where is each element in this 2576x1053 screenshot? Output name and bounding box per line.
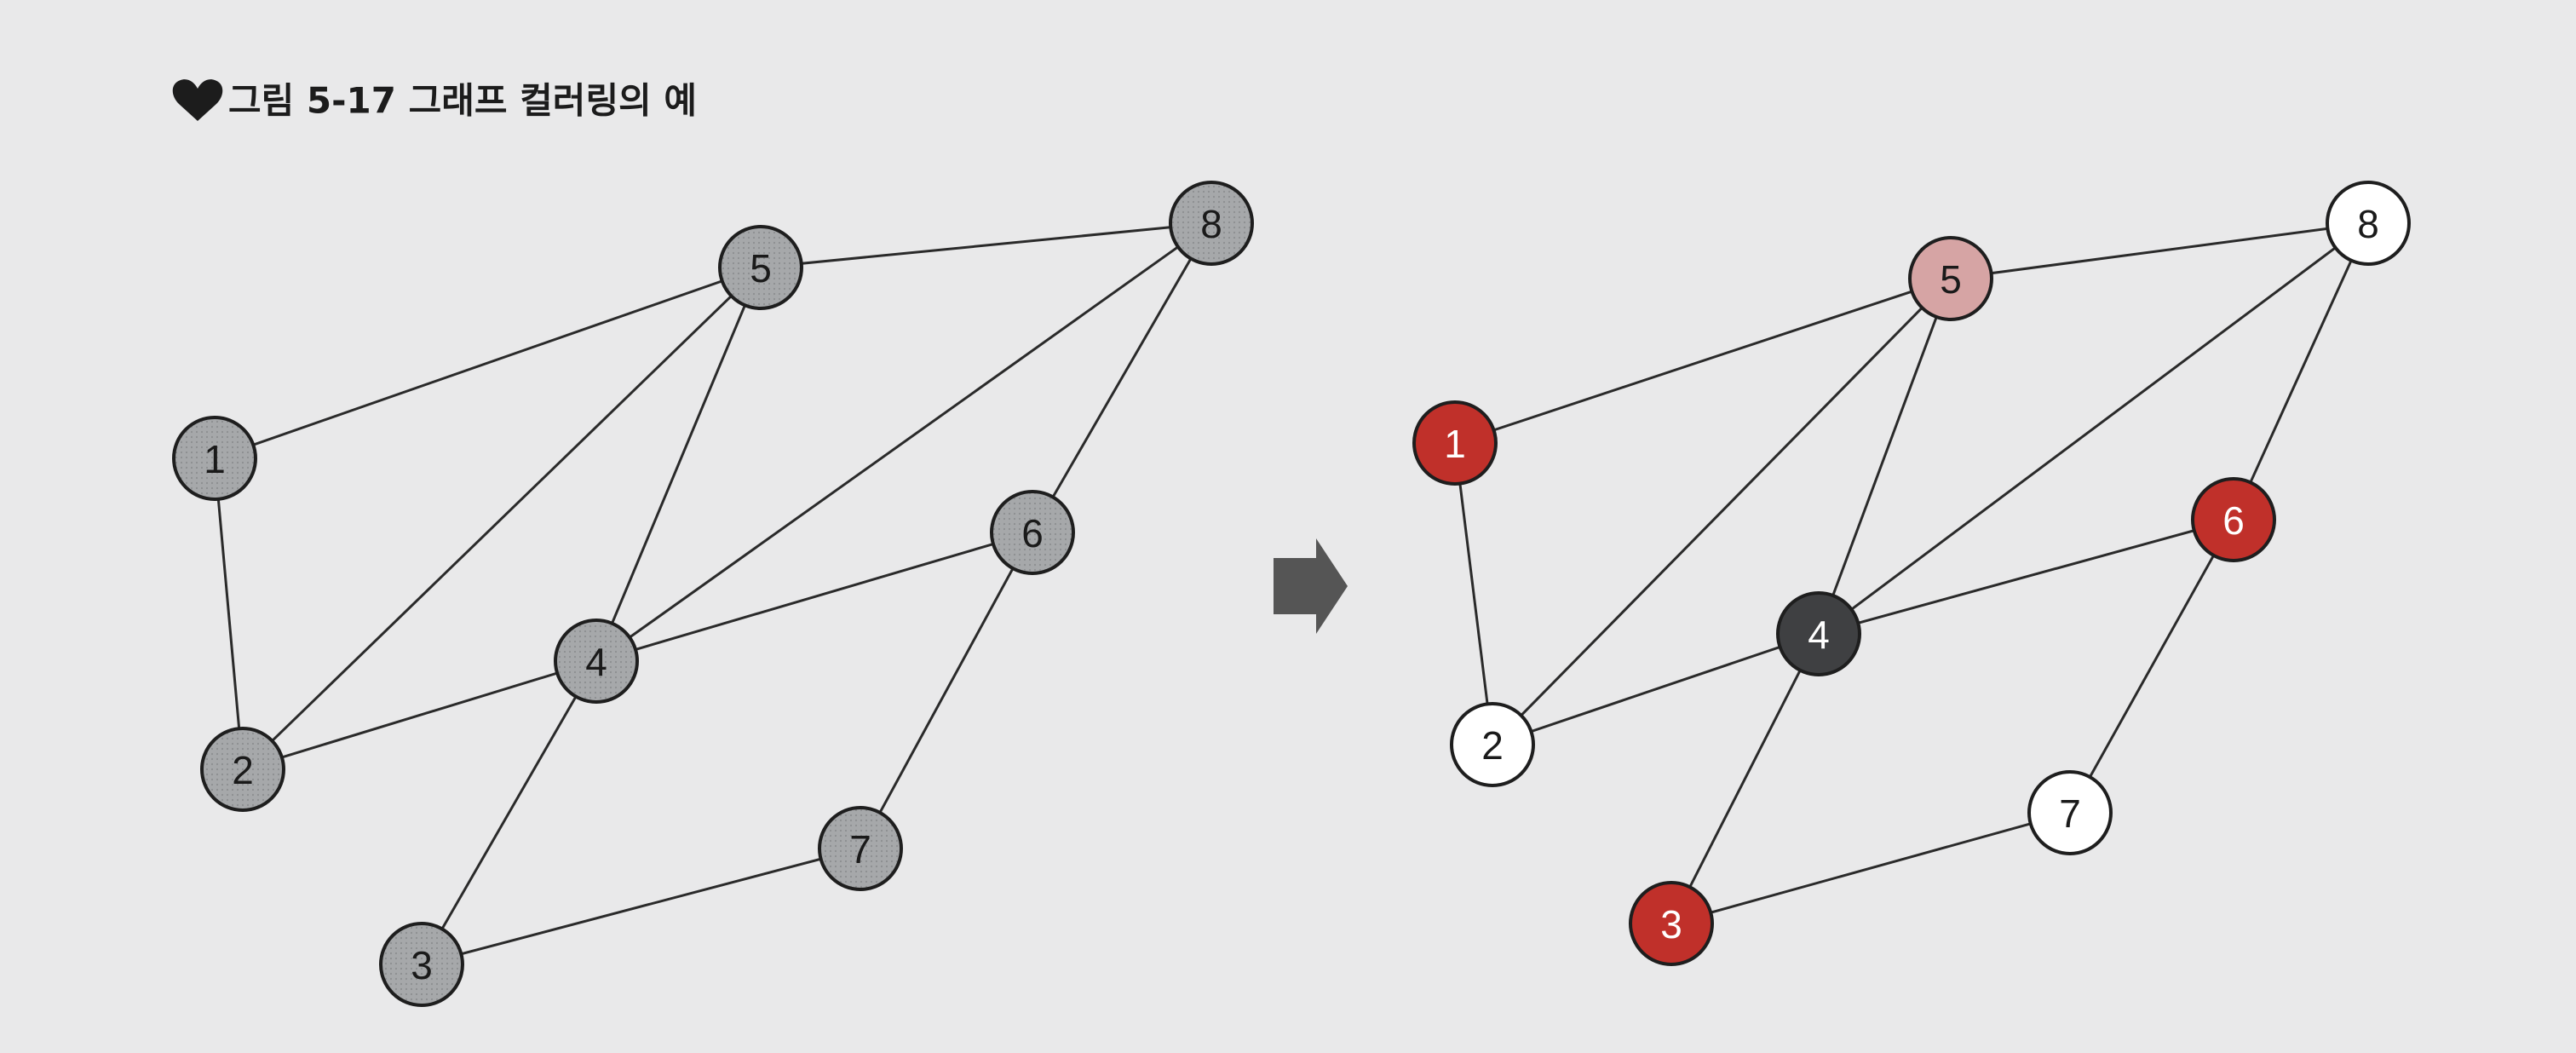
edge-3-7 xyxy=(421,847,861,966)
node-4: 4 xyxy=(554,619,639,704)
node-4: 4 xyxy=(1776,591,1861,676)
node-label: 2 xyxy=(232,748,254,792)
node-circle xyxy=(2326,181,2411,266)
edge-1-5 xyxy=(1454,277,1952,445)
node-1: 1 xyxy=(1412,400,1498,486)
edge-4-8 xyxy=(595,222,1212,663)
node-circle xyxy=(1169,181,1254,266)
node-label: 3 xyxy=(1660,902,1682,947)
node-6: 6 xyxy=(990,490,1075,575)
edge-6-8 xyxy=(2232,222,2370,521)
edge-3-4 xyxy=(420,660,598,965)
edge-2-4 xyxy=(1492,632,1820,746)
node-circle xyxy=(1629,881,1714,966)
edge-6-8 xyxy=(1031,222,1213,533)
caption-text: 그림 5-17 그래프 컬러링의 예 xyxy=(228,80,697,122)
node-7: 7 xyxy=(818,806,903,891)
edge-4-6 xyxy=(1818,518,2234,636)
node-label: 8 xyxy=(1200,202,1222,246)
node-label: 1 xyxy=(204,437,226,481)
node-circle xyxy=(990,490,1075,575)
node-label: 8 xyxy=(2357,202,2379,246)
node-label: 6 xyxy=(1021,511,1044,555)
edge-1-2 xyxy=(213,457,244,770)
node-label: 2 xyxy=(1481,723,1504,768)
node-circle xyxy=(1776,591,1861,676)
edge-4-8 xyxy=(1818,222,2369,636)
edge-2-5 xyxy=(241,266,762,771)
node-circle xyxy=(2191,477,2276,562)
node-1: 1 xyxy=(172,416,257,501)
node-5: 5 xyxy=(718,225,803,310)
edge-4-5 xyxy=(1817,278,1952,635)
node-circle xyxy=(379,922,464,1007)
figure-caption: 그림 5-17 그래프 컬러링의 예 xyxy=(172,79,697,122)
node-3: 3 xyxy=(379,922,464,1007)
node-label: 5 xyxy=(1940,257,1962,302)
edge-6-7 xyxy=(859,532,1034,849)
arrow-right-icon xyxy=(1274,538,1348,634)
node-label: 3 xyxy=(411,943,433,987)
colored-graph: 1 2 3 4 5 6 7 8 xyxy=(1412,181,2411,966)
node-label: 1 xyxy=(1444,422,1466,466)
edge-4-6 xyxy=(595,531,1033,663)
node-2: 2 xyxy=(200,727,285,812)
node-8: 8 xyxy=(2326,181,2411,266)
edge-3-4 xyxy=(1670,633,1820,924)
heart-icon xyxy=(172,79,223,121)
node-5: 5 xyxy=(1908,236,1993,321)
node-circle xyxy=(718,225,803,310)
node-6: 6 xyxy=(2191,477,2276,562)
edge-3-7 xyxy=(1670,811,2071,925)
node-label: 7 xyxy=(2059,791,2081,836)
edge-5-8 xyxy=(1950,222,2369,280)
edge-1-5 xyxy=(214,266,762,460)
node-circle xyxy=(172,416,257,501)
node-label: 4 xyxy=(585,640,607,684)
node-2: 2 xyxy=(1450,702,1535,787)
edge-6-7 xyxy=(2068,519,2235,814)
node-circle xyxy=(1412,400,1498,486)
edge-4-5 xyxy=(595,267,762,662)
original-graph: 1 2 3 4 5 6 7 8 xyxy=(172,181,1254,1007)
node-circle xyxy=(200,727,285,812)
node-label: 5 xyxy=(750,246,772,291)
node-circle xyxy=(554,619,639,704)
node-7: 7 xyxy=(2027,770,2113,855)
node-label: 6 xyxy=(2222,498,2245,543)
edge-2-5 xyxy=(1491,277,1952,746)
node-circle xyxy=(1450,702,1535,787)
node-label: 7 xyxy=(849,827,871,872)
edge-2-4 xyxy=(242,659,597,771)
node-3: 3 xyxy=(1629,881,1714,966)
node-circle xyxy=(2027,770,2113,855)
edge-5-8 xyxy=(760,222,1212,269)
node-circle xyxy=(1908,236,1993,321)
node-circle xyxy=(818,806,903,891)
node-8: 8 xyxy=(1169,181,1254,266)
node-label: 4 xyxy=(1808,613,1830,657)
edge-1-2 xyxy=(1453,442,1494,745)
